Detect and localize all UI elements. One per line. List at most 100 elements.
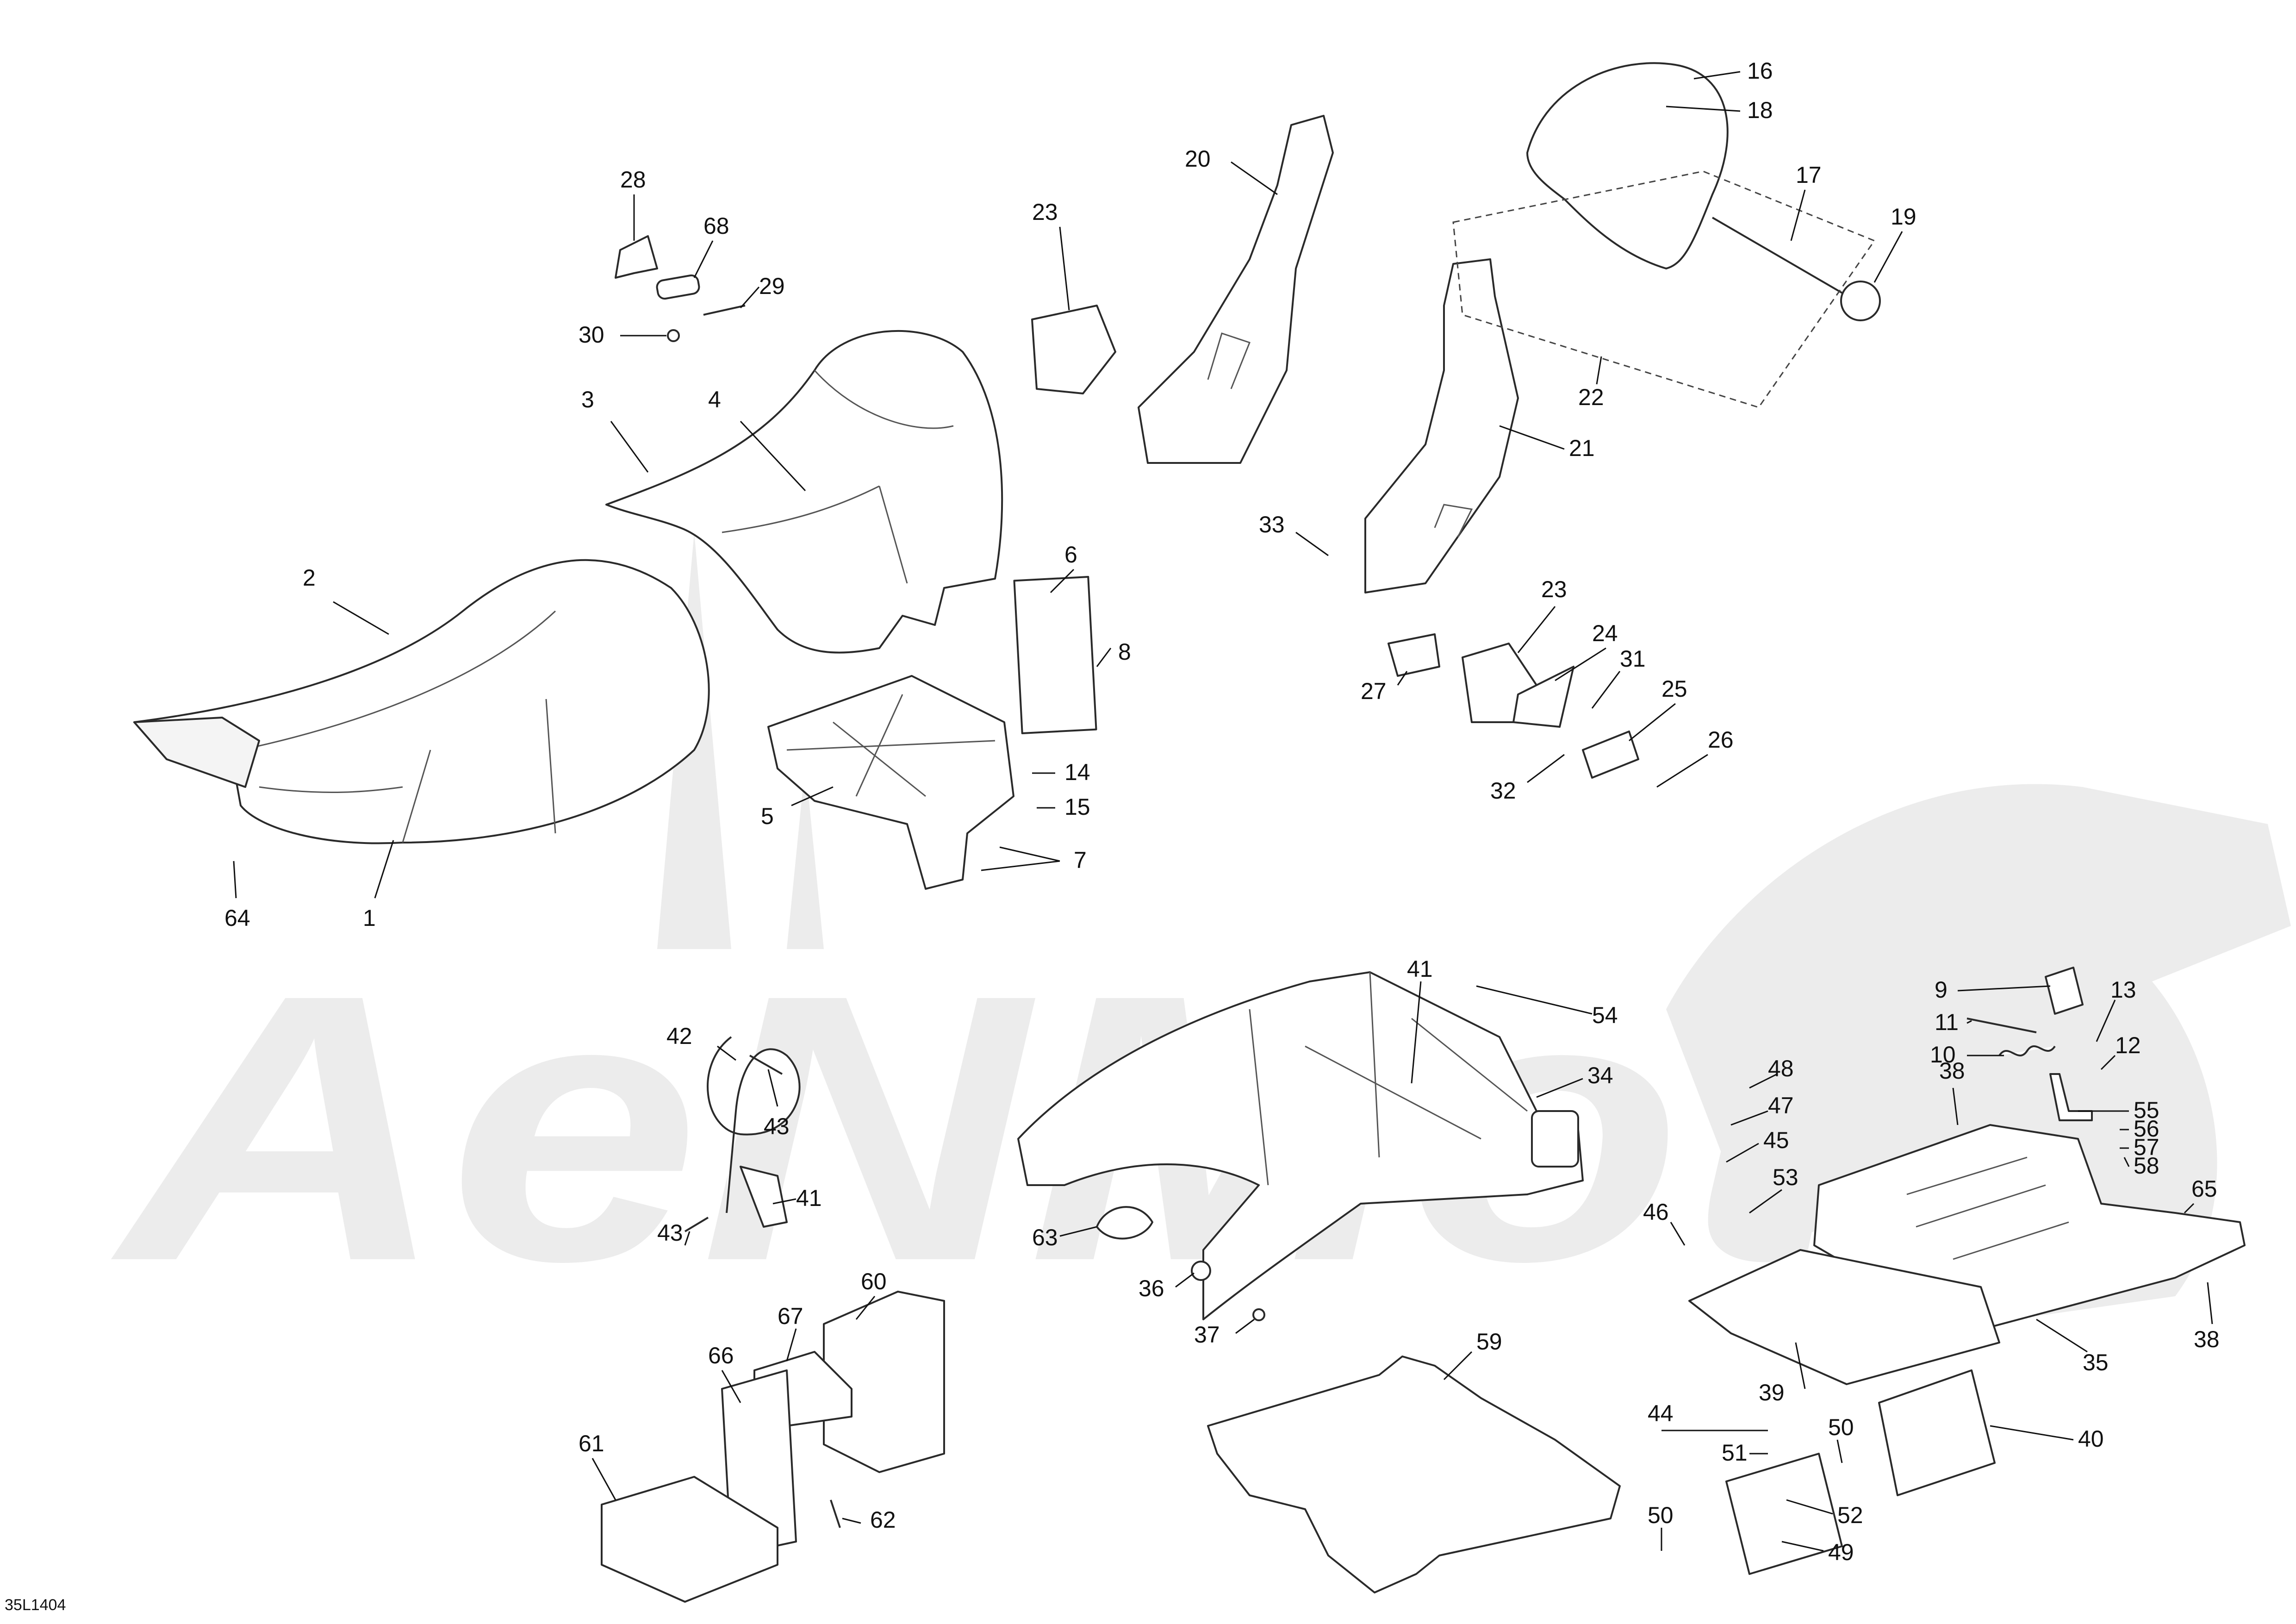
callout-32: 32 [1490, 778, 1516, 804]
callout-23-upper: 23 [1032, 199, 1058, 225]
callout-5: 5 [761, 803, 774, 829]
part-24-plate [1512, 666, 1574, 728]
callout-42: 42 [666, 1023, 692, 1049]
leader-40 [1990, 1425, 2074, 1441]
rear-fender-body [1017, 971, 1584, 1320]
leader-26 [1656, 754, 1708, 788]
callout-44: 44 [1648, 1400, 1674, 1426]
main-seat-body [133, 559, 710, 844]
callout-50-left: 50 [1648, 1502, 1674, 1528]
callout-50-right: 50 [1828, 1414, 1854, 1440]
callout-20: 20 [1185, 146, 1211, 172]
callout-54: 54 [1592, 1002, 1618, 1028]
callout-60: 60 [861, 1268, 887, 1294]
callout-43-upper: 43 [764, 1113, 790, 1139]
drawing-code: 35L1404 [5, 1596, 66, 1614]
callout-67: 67 [778, 1303, 803, 1329]
callout-49: 49 [1828, 1539, 1854, 1565]
assembly-dashed-outline [1452, 170, 1876, 408]
backrest-bracket-21 [1364, 258, 1519, 593]
part-60-box-cover [823, 1291, 945, 1473]
callout-13: 13 [2110, 977, 2136, 1003]
leader-19 [1873, 231, 1903, 283]
leader-27 [1397, 671, 1408, 686]
callout-14: 14 [1064, 759, 1090, 785]
backrest-bracket-20-slot [1207, 332, 1251, 389]
callout-52: 52 [1837, 1502, 1863, 1528]
part-10-spring [1998, 1045, 2056, 1056]
leader-3 [610, 421, 649, 473]
leader-7a [999, 846, 1060, 862]
part-40-plate [1878, 1369, 1996, 1496]
seat-base-ribs [786, 694, 996, 797]
leader-38a [1952, 1087, 1959, 1125]
leader-59 [1443, 1351, 1473, 1380]
leader-24 [1555, 647, 1606, 681]
callout-40: 40 [2078, 1426, 2104, 1452]
leader-49 [1781, 1541, 1824, 1552]
callout-57: 57 [2134, 1134, 2159, 1160]
callout-36: 36 [1139, 1275, 1164, 1301]
callout-46: 46 [1643, 1199, 1669, 1225]
leader-11 [1966, 1020, 1972, 1024]
main-seat-contour [240, 610, 556, 843]
callout-12: 12 [2115, 1032, 2141, 1058]
cable-bracket-41 [740, 1166, 788, 1228]
callout-62: 62 [870, 1507, 896, 1533]
leader-66 [721, 1370, 741, 1403]
callout-4: 4 [708, 387, 721, 412]
backrest-disc-19 [1840, 281, 1881, 321]
passenger-seat-body [605, 330, 1003, 654]
part-28-hook [615, 235, 658, 279]
part-34-rear-fender [1017, 971, 1584, 1320]
callout-21: 21 [1569, 435, 1595, 461]
callout-65: 65 [2191, 1176, 2217, 1202]
leader-7b [981, 860, 1060, 871]
callout-25: 25 [1661, 676, 1687, 702]
leader-6 [1050, 568, 1075, 593]
leader-29 [740, 287, 760, 308]
callout-38-left: 38 [1939, 1058, 1965, 1084]
leader-38b [2207, 1282, 2213, 1324]
rack-slots [1906, 1156, 2069, 1260]
leader-42 [717, 1045, 736, 1061]
part-main-seat [133, 559, 710, 844]
callout-34: 34 [1587, 1062, 1613, 1088]
part-30-nut [667, 329, 680, 342]
callout-39: 39 [1759, 1380, 1785, 1405]
part-63-strap [1096, 1206, 1153, 1240]
leader-23b [1517, 606, 1556, 653]
callout-6: 6 [1064, 542, 1077, 568]
leader-9 [1957, 985, 2051, 992]
callout-64: 64 [224, 905, 250, 931]
callout-30: 30 [579, 322, 604, 348]
leader-23a [1059, 226, 1070, 311]
leader-65 [2184, 1203, 2195, 1214]
leader-60 [855, 1296, 876, 1320]
leader-1 [374, 840, 394, 899]
leader-63 [1059, 1226, 1097, 1237]
callout-37: 37 [1194, 1322, 1220, 1348]
leader-21 [1499, 425, 1565, 450]
callout-66: 66 [708, 1343, 734, 1368]
callout-24: 24 [1592, 620, 1618, 646]
leader-46 [1670, 1222, 1686, 1246]
part-25-cover [1582, 731, 1639, 779]
part-39-frame [1688, 1249, 2000, 1575]
callout-68: 68 [703, 213, 729, 239]
callout-8: 8 [1118, 639, 1131, 665]
leader-45 [1726, 1143, 1759, 1163]
leader-18 [1666, 106, 1741, 112]
leader-12 [2100, 1055, 2116, 1070]
leader-53 [1749, 1189, 1782, 1214]
cable-screw-43-lower [684, 1217, 709, 1232]
part-68-grommet [656, 274, 700, 300]
seat-base-tray [767, 675, 1014, 890]
callout-35: 35 [2083, 1349, 2109, 1375]
callout-41-fender: 41 [1407, 956, 1433, 982]
leader-25 [1629, 703, 1676, 742]
leader-32 [1527, 754, 1565, 783]
callout-3: 3 [581, 387, 594, 412]
callout-59: 59 [1476, 1329, 1502, 1355]
